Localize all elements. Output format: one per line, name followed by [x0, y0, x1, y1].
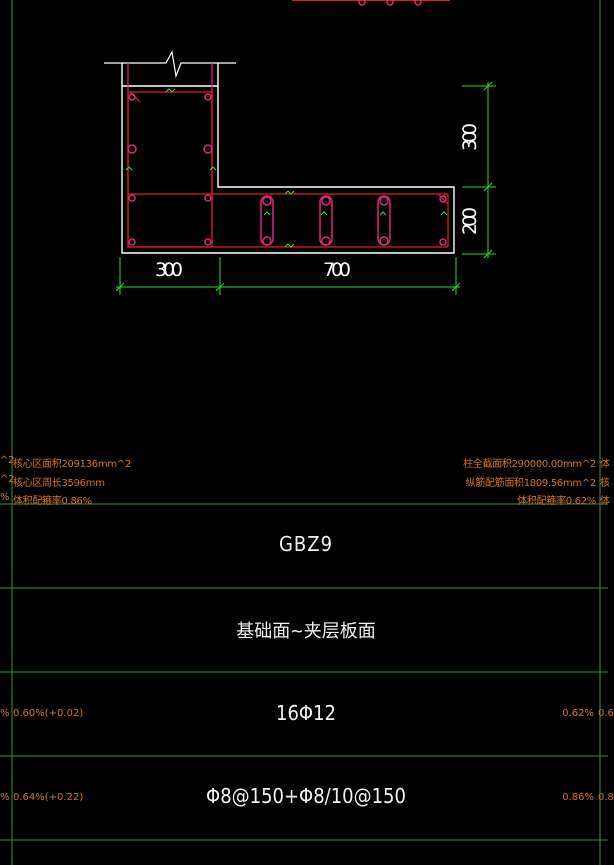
left-core-area: 核心区面积209136mm^2	[13, 459, 131, 470]
left-core-perimeter: 核心区周长3596mm	[13, 478, 105, 489]
stirrups-drawing	[127, 91, 449, 248]
left-edge-unit-4: %	[0, 708, 10, 719]
right-stirrup-ratio: 体积配箍率0.62%	[517, 496, 596, 507]
stirrups-text: Φ8@150+Φ8/10@150	[206, 784, 406, 808]
dim-width-right: 700	[323, 259, 351, 281]
right-edge-2: 核	[600, 478, 610, 489]
dim-height-upper: 300	[459, 123, 481, 151]
dim-height-lower: 200	[459, 207, 481, 235]
break-line	[104, 50, 236, 79]
left-edge-unit-1: ^2	[0, 455, 15, 466]
right-total-area: 柱全截面积290000.00mm^2	[463, 459, 596, 470]
right-edge-3: 体	[600, 496, 610, 507]
longitudinal-bars-text: 16Φ12	[276, 701, 336, 725]
section-outline	[121, 63, 455, 254]
left-longit-ratio: 0.60%(+0.02)	[13, 708, 84, 719]
section-label: GBZ9	[278, 532, 334, 556]
left-stirrup-row-ratio: 0.64%(+0.22)	[13, 792, 84, 803]
right-stirrup-row-ratio: 0.86%	[562, 792, 594, 803]
tie-marks	[125, 88, 448, 248]
right-edge-5: 0.8	[598, 792, 614, 803]
right-edge-1: 体	[600, 459, 610, 470]
longitudinal-bars	[127, 93, 447, 246]
elevation-range: 基础面~夹层板面	[236, 621, 376, 642]
right-rebar-area: 纵筋配筋面积1809.56mm^2	[465, 478, 597, 489]
left-stirrup-ratio: 体积配箍率0.86%	[13, 496, 92, 507]
dim-width-left: 300	[155, 259, 183, 281]
dimension-lines	[115, 81, 496, 295]
right-longit-ratio: 0.62%	[562, 708, 594, 719]
left-edge-unit-2: ^2	[0, 474, 15, 485]
left-edge-unit-3: %	[0, 492, 10, 503]
left-edge-unit-5: %	[0, 792, 10, 803]
previous-section-fragment	[292, 0, 450, 6]
right-edge-4: 0.6	[598, 708, 614, 719]
rebar-cage-upper	[127, 63, 213, 248]
